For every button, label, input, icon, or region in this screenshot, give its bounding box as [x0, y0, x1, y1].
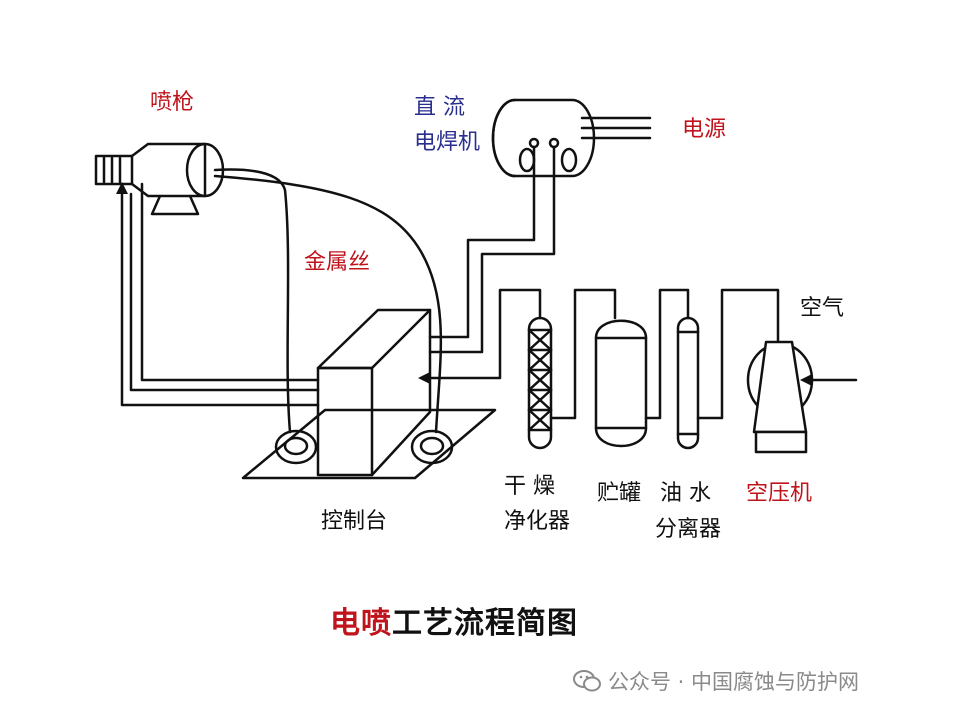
- dry-purifier-label-line2: 净化器: [504, 509, 571, 534]
- diagram-title-rest: 工艺流程简图: [392, 606, 578, 641]
- wechat-icon: [573, 670, 601, 692]
- air-line: [696, 288, 780, 420]
- dry-purifier-icon: [527, 316, 553, 450]
- oil-water-label-line1: 油 水: [660, 481, 711, 506]
- power-line: [428, 145, 536, 339]
- air-compressor-icon: [746, 340, 814, 454]
- power-line: [428, 145, 556, 354]
- spray-gun-label: 喷枪: [150, 90, 195, 115]
- metal-wire-line: [213, 174, 443, 434]
- metal-wire-line: [213, 168, 292, 434]
- metal-wire-label: 金属丝: [304, 250, 371, 275]
- air-line: [549, 288, 617, 420]
- arrow-icon: [116, 182, 128, 194]
- air-line: [428, 288, 542, 380]
- power-source-label: 电源: [682, 117, 727, 142]
- watermark-text: 公众号 · 中国腐蚀与防护网: [608, 670, 860, 694]
- arrow-icon: [800, 374, 812, 386]
- diagram-title-highlight: 电喷: [330, 606, 392, 641]
- dry-purifier-label-line1: 干 燥: [504, 474, 555, 499]
- oil-water-separator-icon: [676, 316, 700, 450]
- air-line: [120, 186, 320, 407]
- storage-tank-label: 贮罐: [597, 481, 642, 506]
- air-line: [129, 192, 320, 392]
- dc-welder-label-line2: 电焊机: [414, 130, 481, 155]
- watermark: 公众号 · 中国腐蚀与防护网: [572, 666, 859, 696]
- air-compressor-label: 空压机: [746, 481, 813, 506]
- spray-gun-icon: [94, 142, 225, 216]
- control-console-label: 控制台: [321, 509, 388, 534]
- diagram-title: 电喷工艺流程简图: [330, 598, 578, 642]
- oil-water-label-line2: 分离器: [655, 517, 722, 542]
- air-label: 空气: [800, 296, 845, 321]
- control-console-icon: [241, 308, 497, 480]
- dc-welder-label-line1: 直 流: [414, 95, 465, 120]
- air-line: [644, 288, 690, 420]
- arrow-icon: [418, 372, 430, 384]
- storage-tank-icon: [594, 319, 648, 448]
- air-line: [140, 182, 320, 382]
- dc-welder-icon: [491, 98, 652, 178]
